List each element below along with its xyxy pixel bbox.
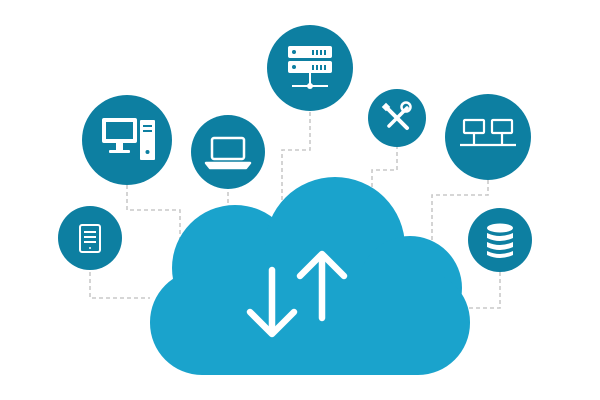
- node-database: [468, 208, 532, 272]
- node-server: [267, 25, 353, 111]
- cloud: [150, 177, 470, 375]
- server-rack-icon: [288, 46, 332, 89]
- node-laptop: [191, 115, 265, 189]
- network-icon: [460, 118, 516, 147]
- tablet-icon: [79, 224, 101, 253]
- connector-desktop: [126, 178, 181, 268]
- node-desktop: [82, 95, 172, 185]
- cloud-shape: [150, 177, 470, 375]
- tools-icon: [381, 101, 412, 130]
- connector-database: [468, 272, 501, 309]
- desktop-computer-icon: [102, 118, 155, 160]
- node-tablet: [58, 206, 122, 270]
- connector-tablet: [89, 265, 150, 299]
- connector-server: [281, 105, 311, 200]
- laptop-icon: [204, 136, 252, 170]
- connector-network: [431, 180, 489, 268]
- node-tools: [368, 89, 426, 147]
- database-icon: [487, 223, 513, 258]
- upload-download-arrows-icon: [246, 250, 348, 338]
- node-network: [445, 94, 531, 180]
- connector-tools: [371, 145, 398, 195]
